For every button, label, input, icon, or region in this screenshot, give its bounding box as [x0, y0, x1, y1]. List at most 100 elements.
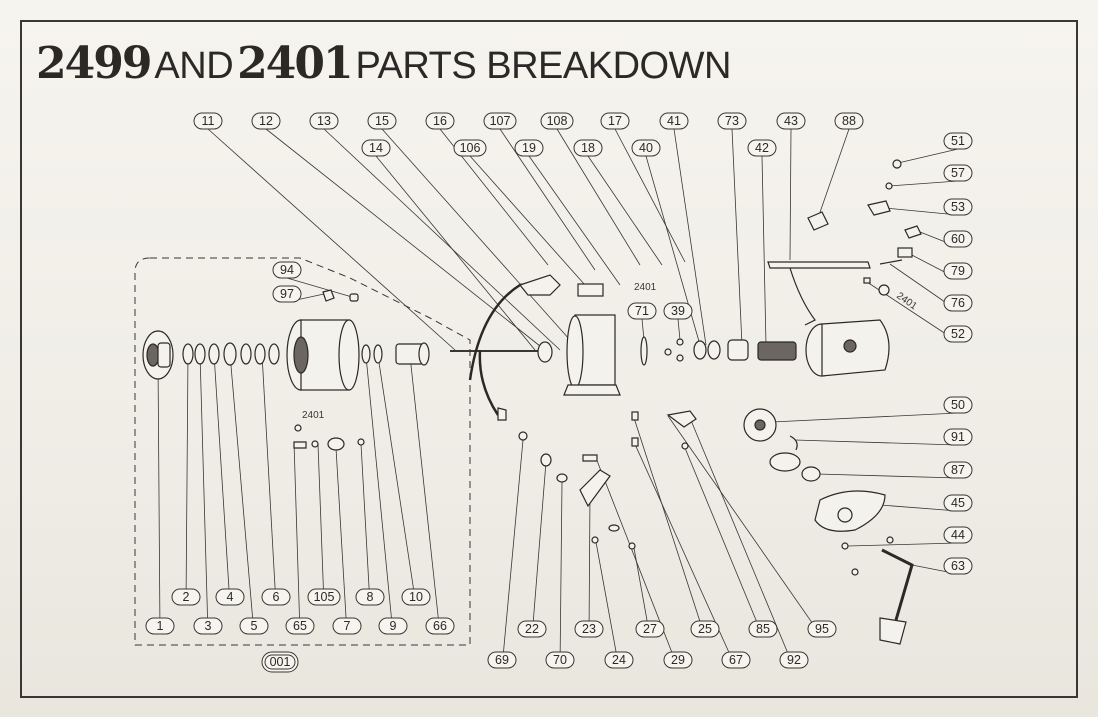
- callout-45: 45: [943, 494, 973, 512]
- callout-106: 106: [453, 139, 487, 157]
- callout-7: 7: [332, 617, 362, 635]
- callout-108: 108: [540, 112, 574, 130]
- spool-sleeve: [395, 342, 430, 366]
- callout-92: 92: [779, 651, 809, 669]
- leader-line: [469, 155, 586, 286]
- callout-label: 43: [784, 114, 798, 128]
- callout-label: 108: [547, 114, 568, 128]
- callout-91: 91: [943, 428, 973, 446]
- leader-line: [199, 353, 209, 635]
- callout-label: 106: [460, 141, 481, 155]
- leader-line: [614, 128, 686, 263]
- title-model-b: 2401: [237, 38, 353, 89]
- leader-line: [595, 457, 679, 669]
- callout-label: 69: [495, 653, 509, 667]
- callout-label: 53: [951, 200, 965, 214]
- callout-label: 63: [951, 559, 965, 573]
- callout-label: 11: [202, 114, 215, 128]
- callout-label: 18: [581, 141, 595, 155]
- callout-16: 16: [425, 112, 455, 130]
- callout-label: 85: [756, 622, 770, 636]
- drag-knob: [142, 330, 174, 380]
- callout-label: 17: [608, 114, 622, 128]
- leader-line: [185, 353, 189, 606]
- callout-52: 52: [943, 325, 973, 343]
- callout-label: 16: [433, 114, 447, 128]
- callout-label: 2: [183, 590, 190, 604]
- leader-lines: [157, 128, 959, 669]
- callout-label: 51: [951, 134, 965, 148]
- leader-line: [789, 128, 792, 261]
- callout-19: 19: [514, 139, 544, 157]
- callout-label: 6: [273, 590, 280, 604]
- callout-4: 4: [215, 588, 245, 606]
- callout-51: 51: [943, 132, 973, 150]
- callout-107: 107: [483, 112, 517, 130]
- callout-71: 71: [627, 302, 657, 320]
- callout-39: 39: [663, 302, 693, 320]
- leader-line: [207, 128, 456, 351]
- callout-40: 40: [631, 139, 661, 157]
- leader-line: [761, 155, 767, 346]
- leader-line: [879, 504, 959, 512]
- leader-line: [323, 128, 561, 351]
- leader-line: [847, 542, 959, 547]
- leader-line: [897, 148, 959, 164]
- leader-line: [229, 353, 255, 635]
- drag-washers: [182, 342, 280, 366]
- spool: [286, 319, 360, 391]
- callout-label: 7: [344, 619, 351, 633]
- callout-10: 10: [401, 588, 431, 606]
- leader-line: [771, 412, 959, 423]
- callout-label: 12: [259, 114, 273, 128]
- callout-5: 5: [239, 617, 269, 635]
- callout-label: 9: [390, 619, 397, 633]
- leader-line: [265, 128, 546, 351]
- callout-15: 15: [367, 112, 397, 130]
- leader-line: [261, 353, 277, 606]
- callout-63: 63: [943, 557, 973, 575]
- callout-label: 42: [755, 141, 769, 155]
- callout-label: 105: [314, 590, 335, 604]
- spool-washers: [361, 344, 383, 364]
- callout-29: 29: [663, 651, 693, 669]
- leader-line: [409, 355, 441, 635]
- callout-11: 11: [193, 112, 223, 130]
- callout-label: 87: [951, 463, 965, 477]
- assembly-code-callout: 001: [261, 651, 299, 673]
- leader-line: [888, 180, 959, 187]
- leader-line: [531, 461, 547, 638]
- callout-65: 65: [285, 617, 315, 635]
- leader-line: [286, 277, 353, 298]
- variant-note-variant_right: 2401: [894, 290, 919, 312]
- page-title: 2499 AND 2401 PARTS BREAKDOWN: [36, 38, 731, 94]
- callout-8: 8: [355, 588, 385, 606]
- callout-94: 94: [272, 261, 302, 279]
- callout-label: 4: [227, 590, 234, 604]
- callout-87: 87: [943, 461, 973, 479]
- callout-label: 14: [369, 141, 383, 155]
- leader-line: [377, 355, 417, 606]
- leader-line: [588, 491, 591, 638]
- callout-41: 41: [659, 112, 689, 130]
- leader-line: [375, 155, 536, 351]
- callout-label: 97: [280, 287, 294, 301]
- leader-line: [213, 353, 231, 606]
- callout-label: 50: [951, 398, 965, 412]
- rotor-group: [450, 274, 684, 416]
- callout-label: 79: [951, 264, 965, 278]
- leader-line: [360, 443, 371, 606]
- spool-assembly-boundary: [134, 257, 471, 646]
- leader-line: [673, 128, 707, 346]
- callout-label: 52: [951, 327, 965, 341]
- leader-line: [667, 415, 823, 638]
- callout-label: 24: [612, 653, 626, 667]
- leader-line: [556, 128, 641, 266]
- reel-body: [693, 211, 890, 377]
- callout-76: 76: [943, 294, 973, 312]
- callout-label: 10: [409, 590, 423, 604]
- title-model-a: 2499: [36, 38, 152, 89]
- callout-label: 44: [951, 528, 965, 542]
- variant-note-variant_left: 2401: [302, 410, 325, 421]
